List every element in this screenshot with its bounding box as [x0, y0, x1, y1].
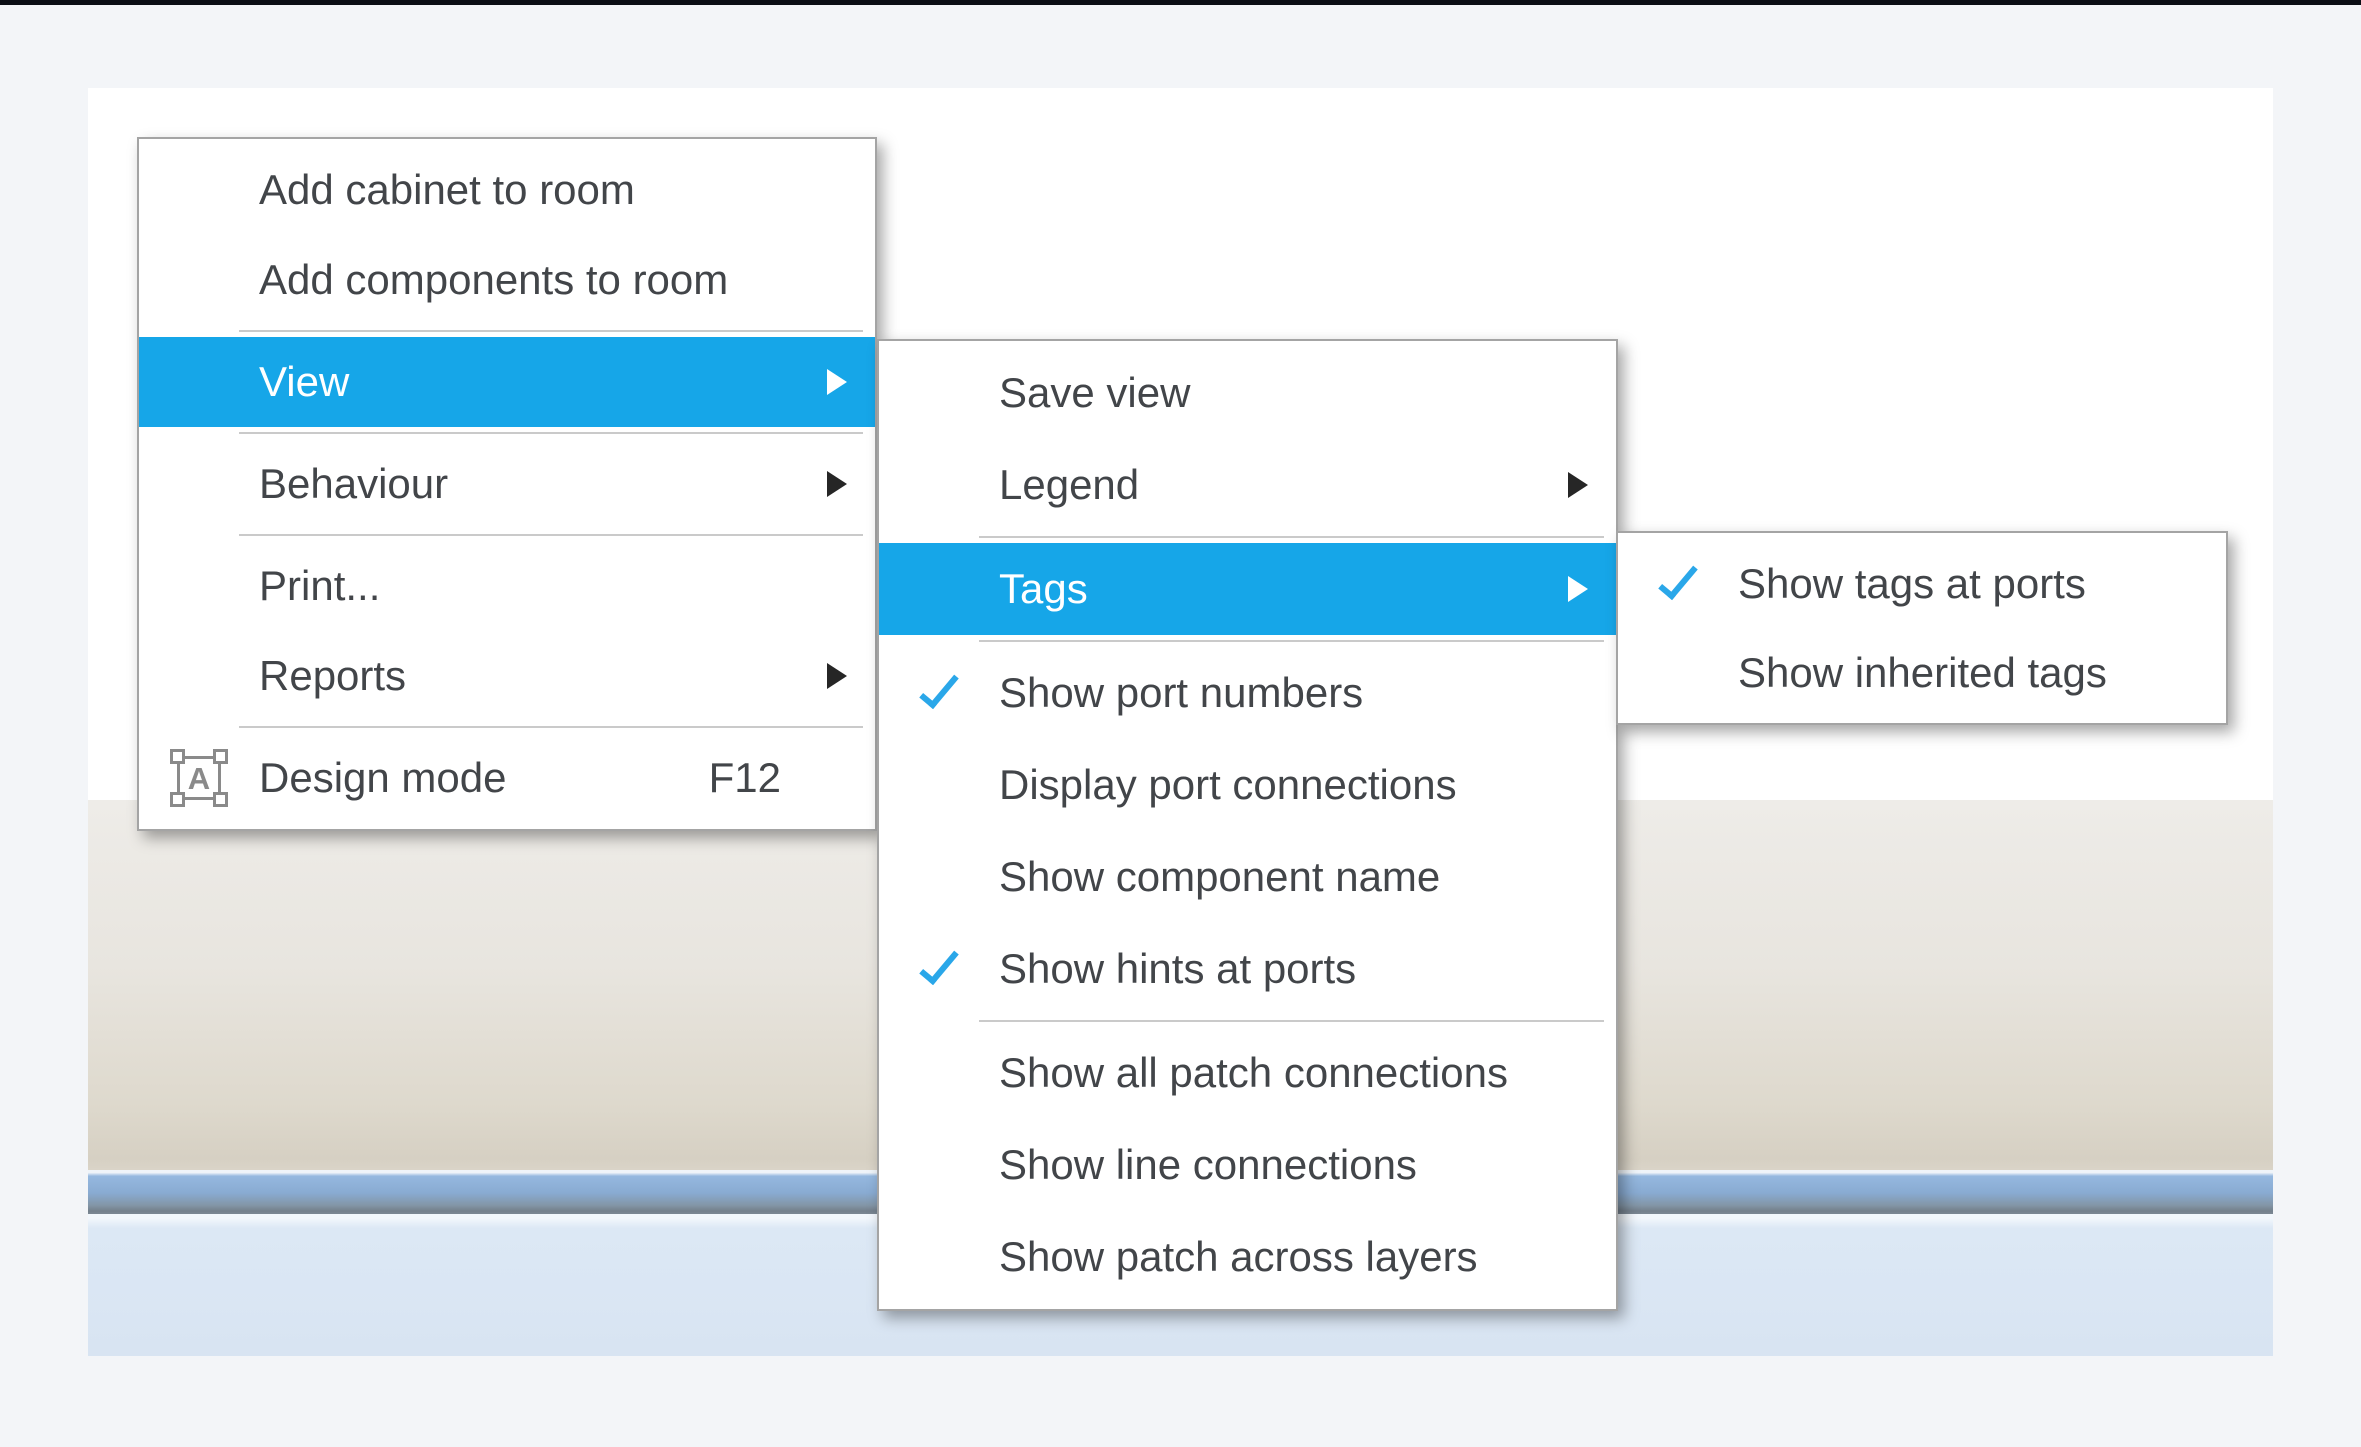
menu-item-label: Show line connections	[999, 1141, 1417, 1188]
menu-item-gutter	[879, 942, 999, 986]
menu-item-gutter	[879, 666, 999, 710]
menu-item-label: Add components to room	[259, 256, 729, 303]
menu-item-show-inherited-tags[interactable]: Show inherited tags	[1618, 628, 2226, 717]
menu-item-design-mode[interactable]: A Design mode F12	[139, 733, 875, 823]
submenu-arrow-icon	[827, 663, 847, 689]
menu-item-show-hints-at-ports[interactable]: Show hints at ports	[879, 923, 1616, 1015]
design-mode-icon: A	[170, 749, 228, 807]
menu-item-show-line-connections[interactable]: Show line connections	[879, 1119, 1616, 1211]
menu-item-add-cabinet-to-room[interactable]: Add cabinet to room	[139, 145, 875, 235]
menu-item-label: Tags	[999, 565, 1088, 612]
menu-separator	[239, 330, 863, 332]
menu-item-shortcut: F12	[708, 754, 781, 801]
handle-icon	[213, 749, 228, 764]
submenu-arrow-icon	[827, 471, 847, 497]
menu-item-label: Reports	[259, 652, 407, 699]
menu-item-label: Show component name	[999, 853, 1441, 900]
menu-item-reports[interactable]: Reports	[139, 631, 875, 721]
menu-item-label: Print...	[259, 562, 381, 609]
menu-item-label: Show patch across layers	[999, 1233, 1478, 1280]
menu-separator	[239, 726, 863, 728]
menu-item-label: Display port connections	[999, 761, 1457, 808]
menu-item-show-tags-at-ports[interactable]: Show tags at ports	[1618, 539, 2226, 628]
menu-separator	[979, 640, 1604, 642]
check-icon	[919, 666, 959, 710]
menu-item-label: Save view	[999, 369, 1191, 416]
menu-separator	[979, 1020, 1604, 1022]
context-menu: Add cabinet to room Add components to ro…	[137, 137, 877, 831]
handle-icon	[213, 792, 228, 807]
menu-item-label: View	[259, 358, 350, 405]
menu-item-label: Show hints at ports	[999, 945, 1357, 992]
design-mode-icon-letter: A	[187, 760, 211, 796]
handle-icon	[170, 749, 185, 764]
menu-item-add-components-to-room[interactable]: Add components to room	[139, 235, 875, 325]
menu-item-gutter: A	[139, 749, 259, 807]
menu-item-show-patch-across-layers[interactable]: Show patch across layers	[879, 1211, 1616, 1303]
menu-item-label: Behaviour	[259, 460, 449, 507]
menu-item-display-port-connections[interactable]: Display port connections	[879, 739, 1616, 831]
window-top-edge	[0, 0, 2361, 5]
menu-separator	[239, 432, 863, 434]
handle-icon	[170, 792, 185, 807]
menu-item-label: Show inherited tags	[1738, 648, 2107, 696]
submenu-arrow-icon	[827, 369, 847, 395]
menu-item-label: Show port numbers	[999, 669, 1364, 716]
menu-item-label: Show all patch connections	[999, 1049, 1508, 1096]
view-submenu: Save view Legend Tags Show port numbers …	[877, 339, 1618, 1311]
menu-item-label: Show tags at ports	[1738, 559, 2086, 607]
menu-separator	[239, 534, 863, 536]
menu-item-show-component-name[interactable]: Show component name	[879, 831, 1616, 923]
check-icon	[1658, 557, 1698, 600]
menu-item-print[interactable]: Print...	[139, 541, 875, 631]
menu-item-label: Add cabinet to room	[259, 166, 635, 213]
submenu-arrow-icon	[1568, 472, 1588, 498]
menu-separator	[979, 536, 1604, 538]
menu-item-tags[interactable]: Tags	[879, 543, 1616, 635]
menu-item-view[interactable]: View	[139, 337, 875, 427]
menu-item-show-port-numbers[interactable]: Show port numbers	[879, 647, 1616, 739]
menu-item-legend[interactable]: Legend	[879, 439, 1616, 531]
menu-item-gutter	[1618, 557, 1738, 600]
menu-item-label: Design mode	[259, 754, 507, 801]
menu-item-show-all-patch-connections[interactable]: Show all patch connections	[879, 1027, 1616, 1119]
tags-submenu: Show tags at ports Show inherited tags	[1616, 531, 2228, 725]
check-icon	[919, 942, 959, 986]
menu-item-label: Legend	[999, 461, 1140, 508]
menu-item-behaviour[interactable]: Behaviour	[139, 439, 875, 529]
submenu-arrow-icon	[1568, 576, 1588, 602]
menu-item-save-view[interactable]: Save view	[879, 347, 1616, 439]
